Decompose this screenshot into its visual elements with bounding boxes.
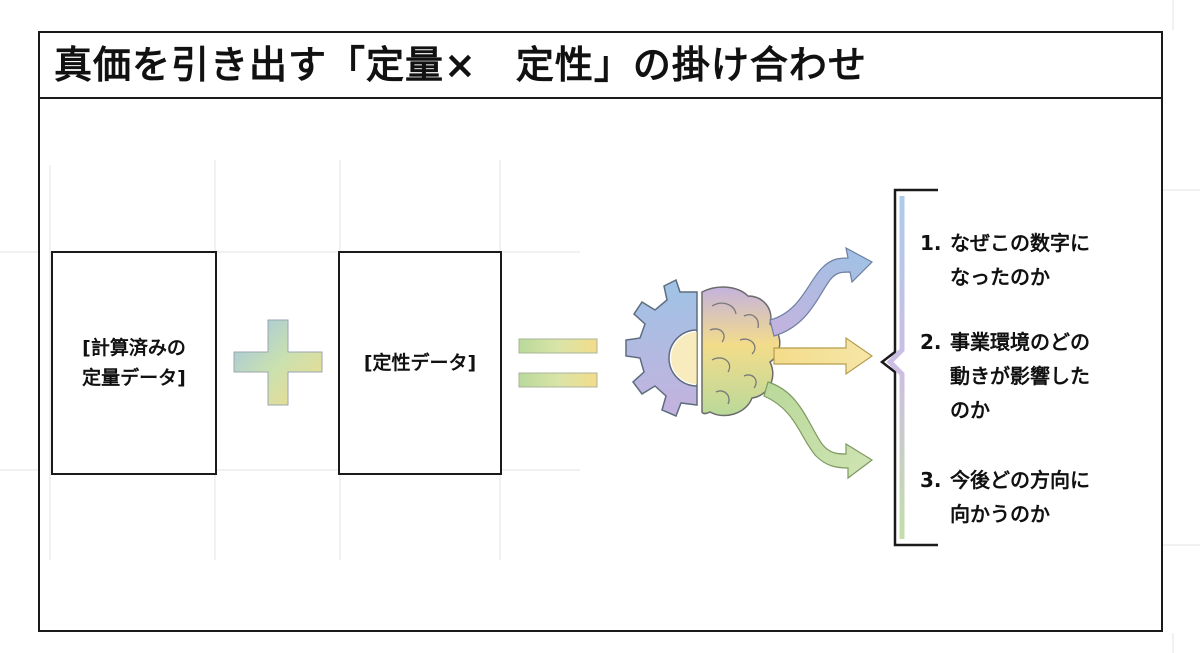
- page-title: 真価を引き出す「定量× 定性」の掛け合わせ: [54, 43, 867, 87]
- question-item-3: 3. 今後どの方向に 向かうのか: [920, 463, 1090, 531]
- bracket-icon: [879, 188, 938, 547]
- gear-icon: [625, 278, 698, 417]
- title-bar: 真価を引き出す「定量× 定性」の掛け合わせ: [40, 33, 1161, 99]
- quantitative-data-box: [計算済みの 定量データ]: [51, 251, 217, 475]
- quantitative-data-label: [計算済みの 定量データ]: [82, 337, 186, 389]
- question-item-2: 2. 事業環境のどの 動きが影響した のか: [920, 325, 1090, 427]
- question-text: なぜこの数字に なったのか: [950, 231, 1090, 289]
- question-text: 事業環境のどの 動きが影響した のか: [950, 330, 1090, 422]
- qualitative-data-box: [定性データ]: [338, 251, 502, 475]
- qualitative-data-label: [定性データ]: [363, 352, 477, 374]
- question-item-1: 1. なぜこの数字に なったのか: [920, 226, 1090, 294]
- question-number: 3.: [920, 468, 942, 492]
- equals-icon: [518, 338, 598, 388]
- brain-icon: [701, 286, 781, 417]
- slide-frame: 真価を引き出す「定量× 定性」の掛け合わせ: [38, 31, 1163, 632]
- arrow-up-right-icon: [769, 246, 873, 337]
- question-number: 1.: [920, 231, 942, 255]
- arrow-down-right-icon: [763, 381, 874, 480]
- arrow-right-icon: [773, 336, 874, 376]
- question-text: 今後どの方向に 向かうのか: [950, 468, 1090, 526]
- plus-icon: [233, 319, 323, 406]
- question-number: 2.: [920, 330, 942, 354]
